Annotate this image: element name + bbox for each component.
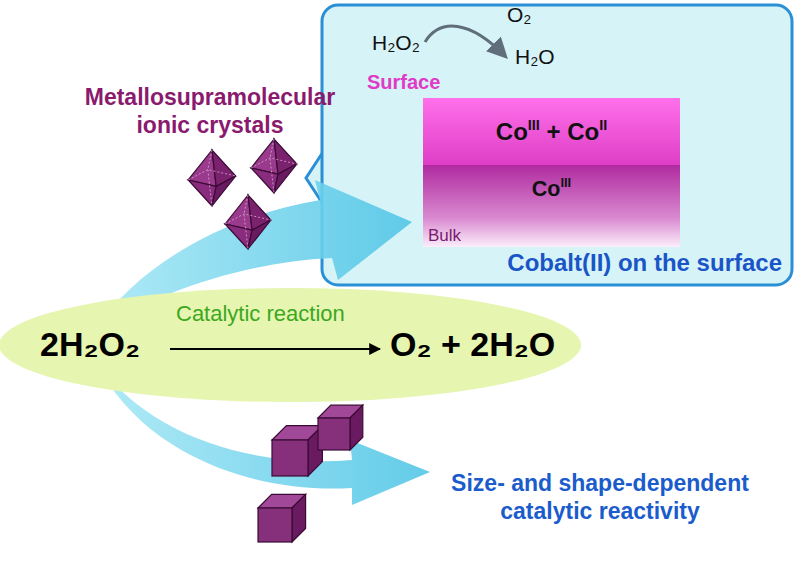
octahedral-crystal — [188, 150, 236, 206]
crystal-face — [274, 164, 297, 193]
cubic-crystal — [318, 405, 363, 450]
layer-composition: CoIII — [423, 177, 680, 202]
reactant-formula: 2H₂O₂ — [40, 325, 140, 364]
cube-side — [350, 405, 363, 450]
surface-layer: SurfaceCoIII + CoII — [423, 98, 680, 165]
chemical-formula: O₂ — [507, 2, 532, 27]
chemical-formula: H₂O — [515, 44, 555, 69]
layer-label: Surface — [367, 71, 440, 94]
ellipse-fill — [0, 288, 581, 402]
crystal-face — [248, 220, 271, 249]
chemical-formula: H₂O₂ — [372, 30, 420, 55]
cube-front — [318, 418, 350, 450]
reaction-arrow — [425, 26, 505, 56]
crystal-face — [188, 180, 216, 206]
cube-front — [258, 508, 292, 542]
reaction-arrow — [170, 348, 380, 350]
cubic-crystal — [272, 426, 322, 476]
cubic-crystal — [258, 494, 306, 542]
layer-composition: CoIII + CoII — [423, 118, 680, 146]
crystal-face — [212, 176, 236, 206]
crystal-face — [251, 168, 278, 193]
octahedral-crystal — [225, 195, 271, 249]
crystal-edge — [251, 139, 297, 193]
layer-label: Bulk — [428, 226, 461, 246]
reaction-label: Catalytic reaction — [176, 301, 345, 326]
octahedral-crystal — [251, 139, 297, 193]
cube-side — [292, 494, 306, 542]
product-formula: O₂ + 2H₂O — [390, 325, 555, 364]
callout-box — [322, 5, 792, 285]
crystal-edge — [188, 150, 236, 206]
crystal-edge — [225, 195, 271, 249]
crystal-face — [225, 224, 252, 249]
property-caption: Size- and shape-dependent catalytic reac… — [428, 470, 772, 525]
cube-front — [272, 440, 308, 476]
crystal-caption: Metallosupramolecular ionic crystals — [60, 84, 360, 139]
reaction-ellipse: 2H₂O₂ Catalytic reaction O₂ + 2H₂O — [0, 287, 582, 403]
bulk-layer: CoIII Bulk — [423, 165, 680, 247]
callout-heading: Cobalt(II) on the surface — [507, 249, 782, 277]
